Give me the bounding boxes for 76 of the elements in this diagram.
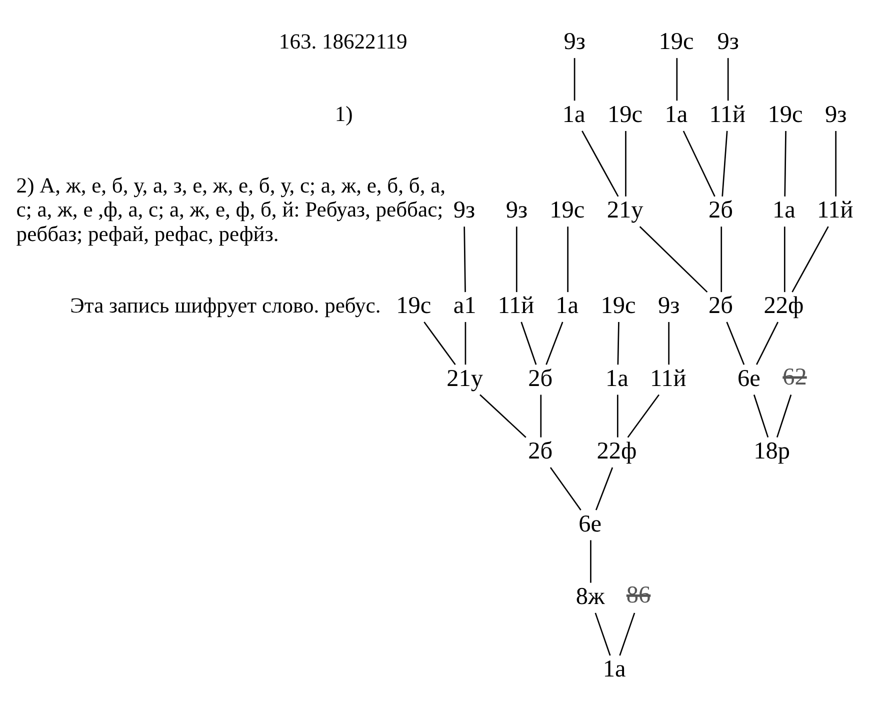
connector [784,130,786,196]
node-text: 9з [453,196,476,224]
connector [617,322,620,365]
label: 163. 18622119 [278,29,408,54]
node-text: 19с [658,28,694,56]
node-text: 21у [606,196,644,224]
node-text: 2б [708,292,734,320]
node-text: 19с [600,292,636,320]
node-text: 2б [708,196,734,224]
connector [464,322,466,365]
connector [753,394,769,438]
connector [424,322,456,365]
node-text: 62 [782,363,807,390]
connector [540,394,542,438]
connector [625,130,626,196]
connector [668,322,670,365]
node-text: 22ф [596,438,637,465]
connector [582,130,619,197]
connector [756,322,778,365]
node-text: 11й [709,100,746,128]
node-text: 1а [664,100,688,128]
connector [619,612,636,656]
node-text: 1а [772,196,796,224]
node-text: 19с [396,292,432,320]
node-text: 9з [506,196,528,224]
node-text: а1 [453,292,476,320]
connector [567,226,568,292]
node-text: 2б [528,438,553,465]
node-text: 8ж [576,583,605,610]
connector [480,394,526,438]
connector [639,226,708,293]
node-text: 11й [816,196,854,224]
node-text: 9з [825,100,847,128]
node-text: 6е [738,364,760,392]
connector [727,58,729,101]
connector [792,226,829,292]
connector [784,226,786,292]
label: Эта запись шифрует слово. ребус. [70,293,381,318]
connector [594,612,611,656]
node-text: 11й [498,292,534,320]
connector [590,540,592,583]
connector [546,322,564,365]
connector [550,467,582,510]
connector [516,226,518,292]
node-text: 18р [754,438,790,465]
connector [676,58,678,101]
label: 1) [334,102,353,126]
node-text: 9з [658,292,680,320]
connector [520,322,537,365]
node-text: 86 [626,582,651,609]
connector [595,467,614,510]
connector [726,322,745,365]
connector [720,226,722,292]
connector [627,394,660,438]
node-text: 1а [562,100,586,128]
connector [574,58,576,101]
node-text: 19с [608,100,643,128]
node-text: 6е [578,510,602,538]
connector [835,130,836,196]
node-text: 2б [528,364,553,392]
node-text: 1а [606,364,628,392]
node-text: 1а [556,292,579,320]
node-text: 19с [550,196,585,224]
node-text: 19с [768,100,803,128]
connector [776,394,792,438]
connector [722,130,728,196]
node-text: 1а [602,656,626,683]
connector [616,394,618,438]
node-text: 21у [446,364,483,392]
node-text: 22ф [764,292,804,320]
connector [682,130,716,197]
node-text: 9з [564,28,586,56]
node-text: 11й [650,364,686,392]
node-text: 9з [717,28,740,56]
connector [464,226,466,292]
label: 2) А, ж, е, б, у, а, з, е, ж, е, б, у, с; а, ж, е, б, б, а, с; а, ж, е ,ф, а, с; а, ж, е, ф, б, й: Ребуаз, реббас; реббаз; рефай, рефас, рефйз. [16,173,446,246]
